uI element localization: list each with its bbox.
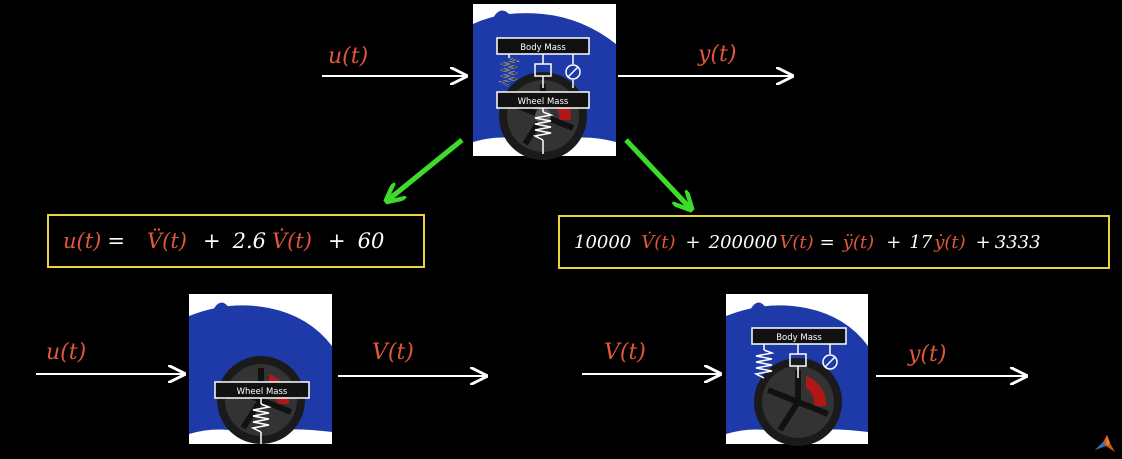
- eq-left-term1: V̈(t): [146, 229, 187, 253]
- eq-left-plus2: +: [327, 229, 346, 253]
- right-output-label: y(t): [908, 342, 947, 367]
- left-car-image: Wheel Mass: [189, 294, 332, 444]
- top-output-label: y(t): [698, 42, 737, 67]
- left-wheel-mass-label: Wheel Mass: [237, 387, 288, 397]
- eq-left-const: 60: [357, 229, 385, 253]
- eq-left-plus1: +: [202, 229, 221, 253]
- eq-right-plus1: +: [685, 231, 701, 253]
- membrane-logo-icon: [1095, 435, 1115, 452]
- eq-right-term2: V(t): [779, 231, 814, 253]
- eq-left-term2: V̇(t): [271, 229, 312, 253]
- eq-right-term3: ÿ(t): [842, 231, 875, 253]
- eq-right-plus3: +: [975, 231, 991, 253]
- eq-right-term4: ẏ(t): [934, 231, 966, 253]
- eq-left-coef2: 2.6: [232, 229, 266, 253]
- right-input-label: V(t): [604, 340, 646, 365]
- eq-left-lhs: u(t): [63, 229, 102, 253]
- eq-right-plus2: +: [886, 231, 902, 253]
- top-body-mass-label: Body Mass: [520, 43, 566, 53]
- eq-left-equals: =: [107, 229, 125, 253]
- eq-right-coef2: 200000: [708, 231, 778, 253]
- right-body-mass-label: Body Mass: [776, 333, 822, 343]
- right-car-image: Body Mass: [726, 294, 868, 446]
- left-equation-box: u(t) = V̈(t) + 2.6 V̇(t) + 60: [47, 214, 425, 268]
- right-equation-box: 10000 V̇(t) + 200000 V(t) = ÿ(t) + 17 ẏ(…: [558, 215, 1110, 269]
- top-wheel-mass-label: Wheel Mass: [518, 97, 569, 107]
- eq-right-coef1: 10000: [574, 231, 632, 253]
- green-arrow-left: [388, 138, 464, 200]
- eq-right-coef3: 17: [909, 231, 933, 253]
- eq-right-const: 3333: [994, 231, 1041, 253]
- green-arrow-right: [624, 138, 690, 208]
- top-car-image: Body Mass Wheel Mass: [473, 4, 616, 160]
- eq-right-equals: =: [819, 231, 835, 253]
- eq-right-term1: V̇(t): [641, 231, 676, 253]
- left-output-label: V(t): [372, 340, 414, 365]
- left-input-label: u(t): [46, 340, 87, 365]
- top-input-label: u(t): [328, 44, 369, 69]
